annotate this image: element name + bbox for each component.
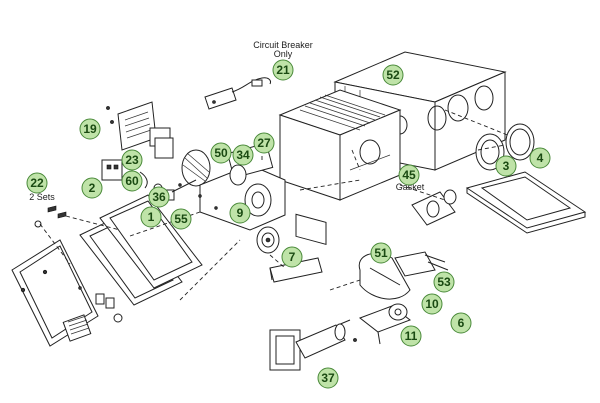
svg-text:51: 51 (374, 246, 388, 260)
svg-text:53: 53 (437, 275, 451, 289)
badge-60: 60 (121, 170, 143, 192)
badge-11: 11 (400, 325, 422, 347)
two-sets-label: 2 Sets (29, 192, 55, 202)
svg-text:1: 1 (148, 210, 155, 224)
circuit-breaker-part (204, 77, 271, 110)
svg-text:52: 52 (386, 68, 400, 82)
badge-27: 27 (253, 132, 275, 154)
svg-text:21: 21 (276, 63, 290, 77)
badge-23: 23 (121, 149, 143, 171)
access-door (11, 239, 99, 347)
badge-21: 21 (272, 59, 294, 81)
badge-6: 6 (450, 312, 472, 334)
svg-text:9: 9 (237, 206, 244, 220)
gasket-part (411, 189, 457, 226)
badge-19: 19 (79, 118, 101, 140)
badge-37: 37 (317, 367, 339, 389)
badge-52: 52 (382, 64, 404, 86)
svg-text:6: 6 (458, 316, 465, 330)
svg-text:50: 50 (214, 146, 228, 160)
svg-text:23: 23 (125, 153, 139, 167)
badge-55: 55 (170, 208, 192, 230)
svg-text:36: 36 (152, 190, 166, 204)
circuit-breaker-label: Circuit Breaker (253, 40, 313, 50)
badge-7: 7 (281, 246, 303, 268)
badge-2: 2 (81, 177, 103, 199)
badge-34: 34 (232, 144, 254, 166)
svg-text:10: 10 (425, 297, 439, 311)
control-board-part (106, 101, 174, 159)
valve-assembly (337, 251, 449, 345)
svg-text:7: 7 (289, 250, 296, 264)
leader-lines (39, 149, 446, 301)
svg-text:55: 55 (174, 212, 188, 226)
badge-45: 45 (398, 164, 420, 186)
svg-text:11: 11 (405, 329, 418, 343)
chamber-housing (278, 89, 402, 245)
circuit-breaker-only-label: Only (274, 49, 293, 59)
badge-4: 4 (529, 147, 551, 169)
svg-text:34: 34 (236, 148, 250, 162)
badge-9: 9 (229, 202, 251, 224)
exhaust-tube-part (269, 323, 346, 371)
screw-set (34, 205, 67, 228)
svg-text:22: 22 (30, 176, 44, 190)
badge-10: 10 (421, 293, 443, 315)
mounting-bracket (269, 257, 323, 283)
svg-text:60: 60 (125, 174, 139, 188)
gasket-label: Gasket (396, 182, 425, 192)
badge-1: 1 (140, 206, 162, 228)
relay-part (101, 159, 123, 181)
mounting-frame (465, 171, 587, 234)
svg-text:2: 2 (89, 181, 96, 195)
door-frame (79, 194, 203, 323)
fan-wheel-part (256, 226, 280, 254)
svg-text:19: 19 (83, 122, 97, 136)
svg-text:37: 37 (321, 371, 335, 385)
badge-22: 22 (26, 172, 48, 194)
badge-53: 53 (433, 271, 455, 293)
badge-50: 50 (210, 142, 232, 164)
svg-text:3: 3 (503, 159, 510, 173)
svg-text:4: 4 (537, 151, 544, 165)
svg-text:27: 27 (257, 136, 271, 150)
badge-51: 51 (370, 242, 392, 264)
svg-text:45: 45 (402, 168, 416, 182)
badge-3: 3 (495, 155, 517, 177)
badge-36: 36 (148, 186, 170, 208)
